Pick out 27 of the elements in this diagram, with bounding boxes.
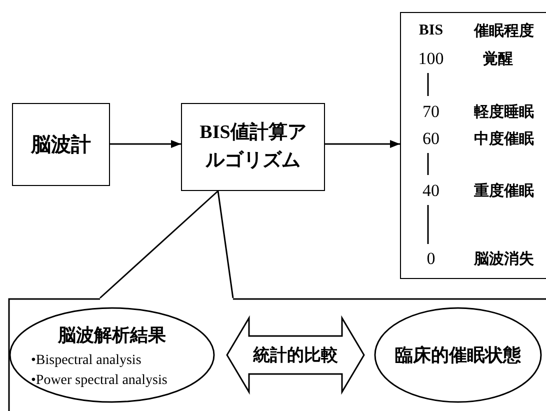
arrow <box>110 140 181 148</box>
node-label: 臨床的催眠状態 <box>395 344 521 367</box>
ellipse-node <box>9 307 215 403</box>
scale-value: 40 <box>422 181 440 201</box>
scale-value: 0 <box>426 249 436 269</box>
callout-line <box>100 190 218 299</box>
process-box: BIS値計算アルゴリズム <box>181 103 325 191</box>
state-label: 重度催眠 <box>474 182 534 200</box>
ellipse-node <box>374 307 542 403</box>
callout-line <box>217 190 234 298</box>
state-label: 軽度睡眠 <box>474 102 534 122</box>
state-label: 中度催眠 <box>474 130 534 148</box>
table-panel <box>400 12 546 279</box>
column-header: BIS <box>418 22 444 40</box>
callout-panel <box>8 298 546 411</box>
column-header: 催眠程度 <box>474 22 534 40</box>
scale-value: 60 <box>422 129 440 149</box>
process-box: 脳波計 <box>12 103 110 186</box>
state-label: 覚醒 <box>483 50 513 68</box>
scale-value: 100 <box>418 49 444 69</box>
bullet-item: •Power spectral analysis <box>31 373 168 389</box>
bullet-item: •Bispectral analysis <box>31 353 142 369</box>
scale-value: 70 <box>422 102 440 122</box>
node-label: 脳波解析結果 <box>58 324 166 347</box>
state-label: 脳波消失 <box>474 250 534 268</box>
arrow <box>325 140 400 148</box>
edge-label: 統計的比較 <box>253 344 338 366</box>
